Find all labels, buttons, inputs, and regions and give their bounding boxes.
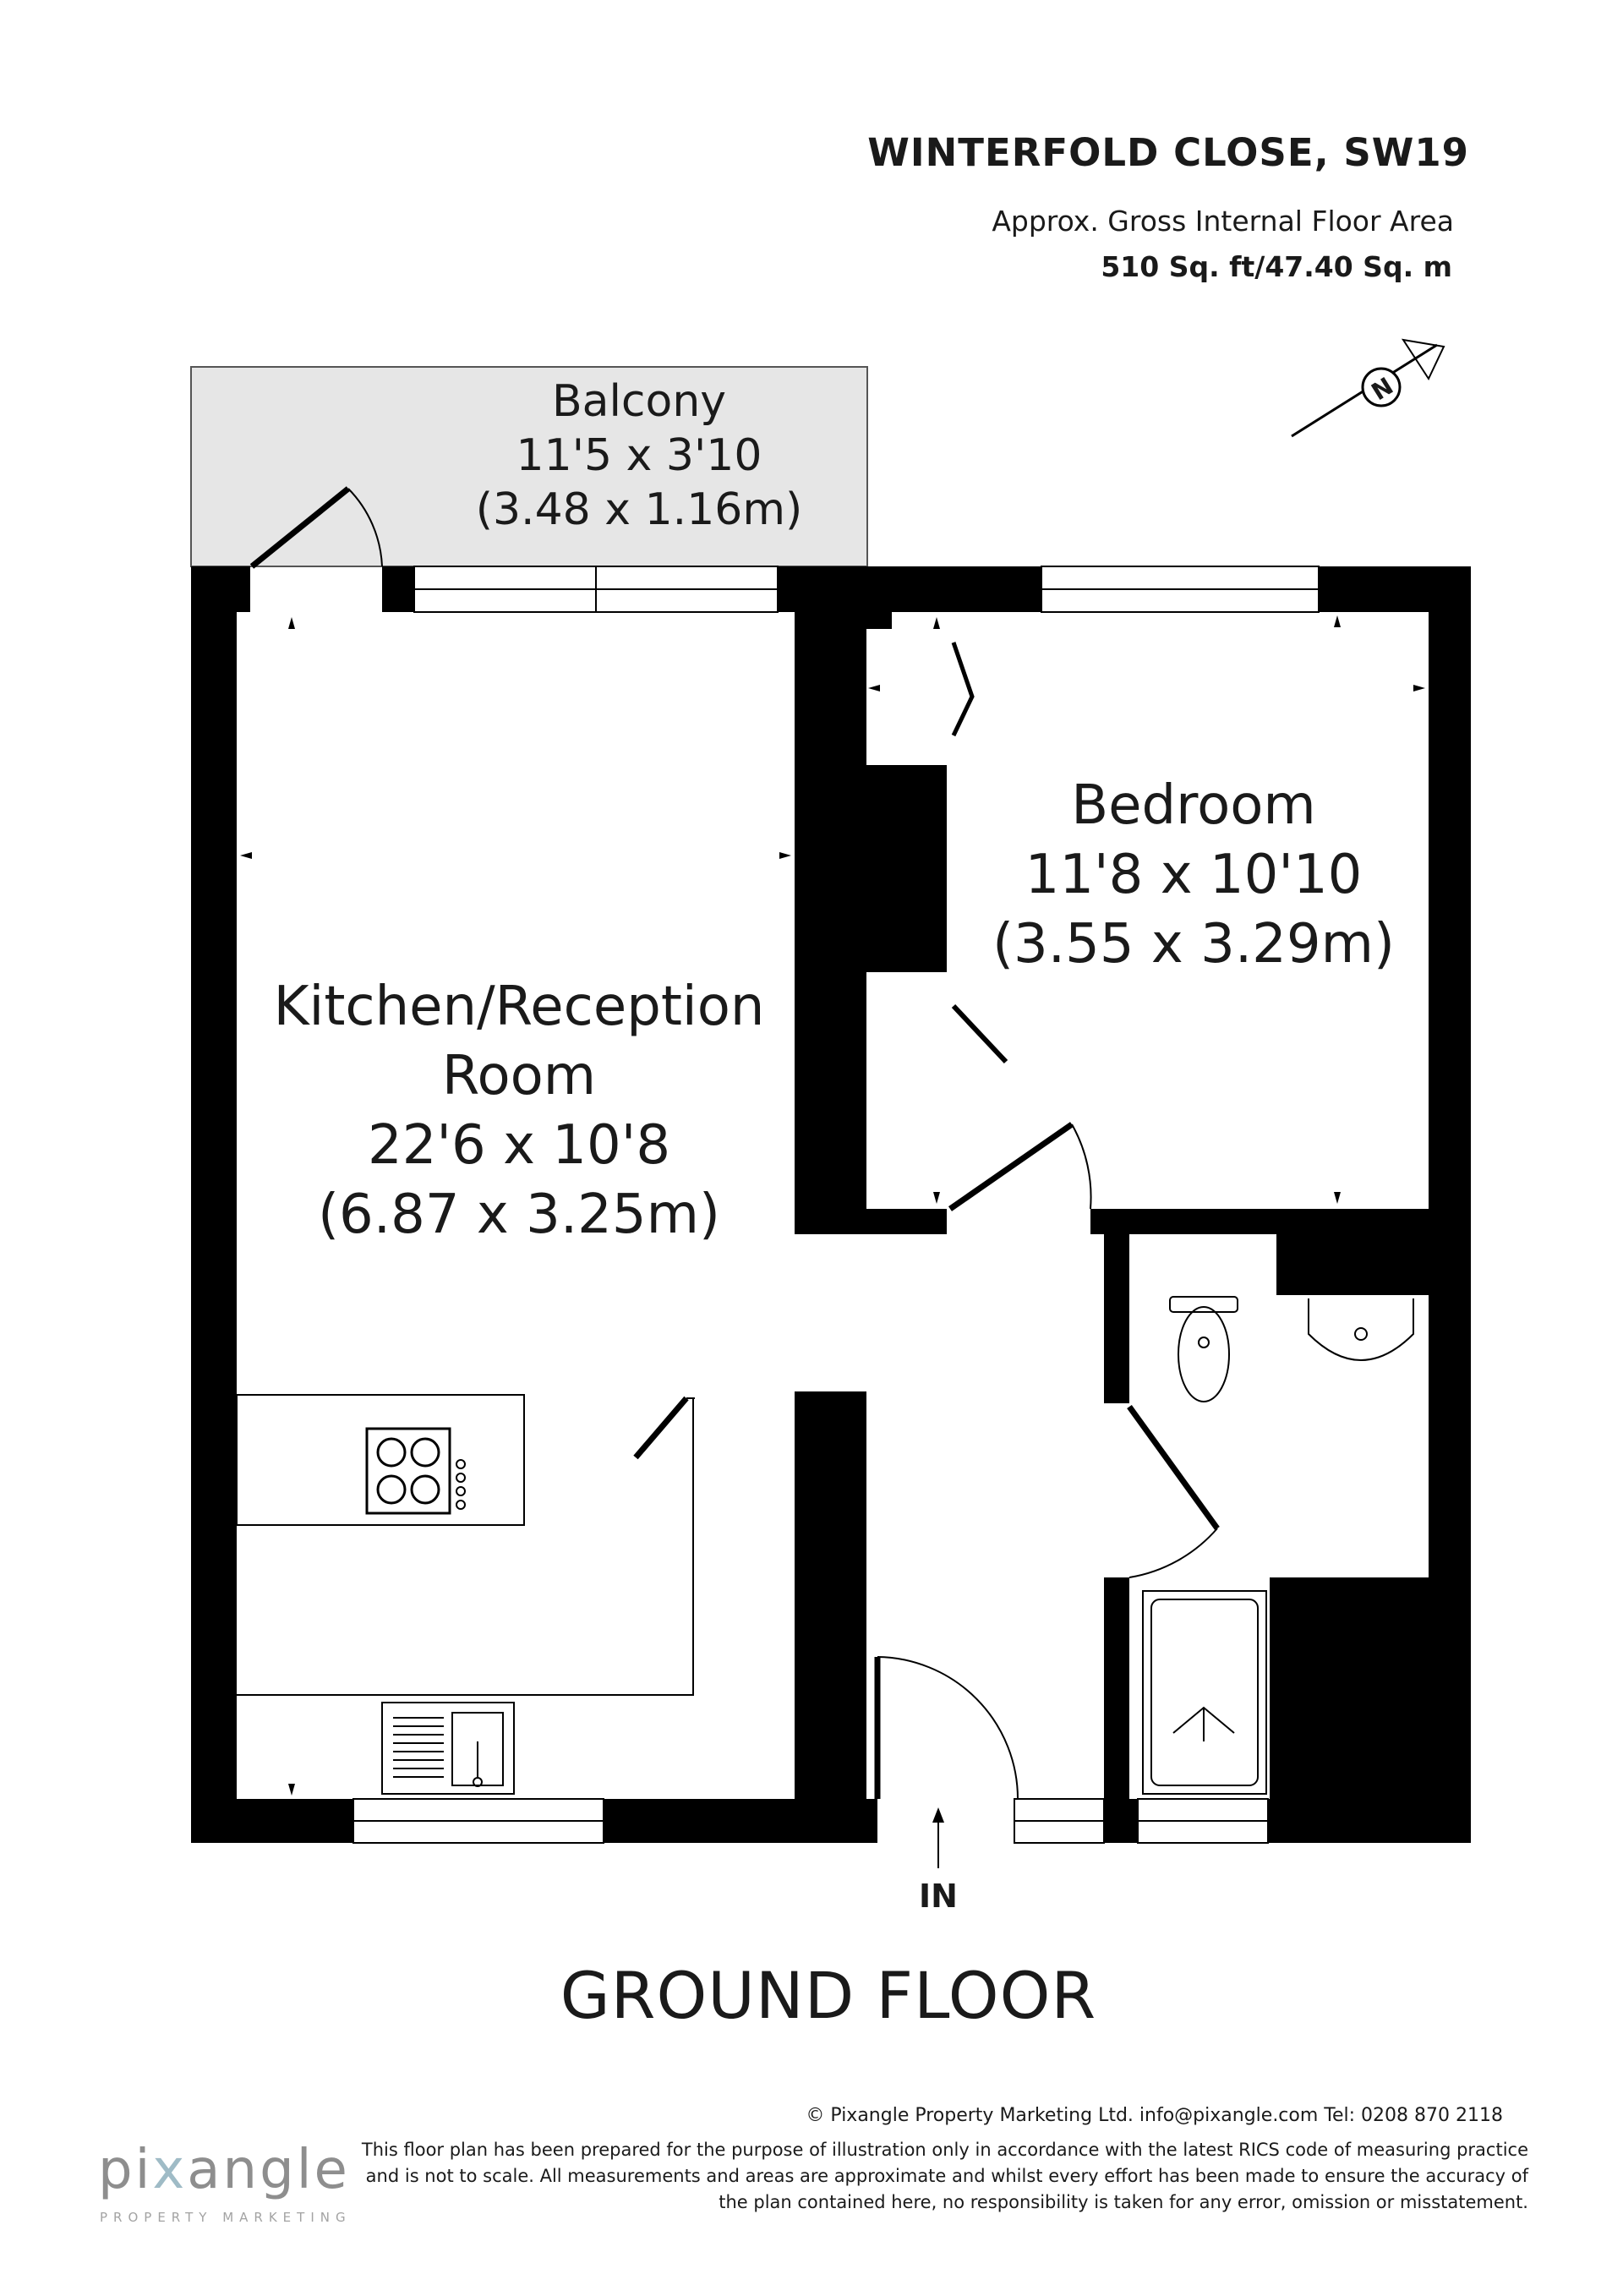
bathroom-fittings bbox=[1142, 1296, 1414, 1795]
bedroom-imperial: 11'8 x 10'10 bbox=[1025, 844, 1363, 906]
entrance-arrow bbox=[932, 1807, 944, 1868]
kitchen-metric: (6.87 x 3.25m) bbox=[318, 1184, 720, 1246]
bedroom-name: Bedroom bbox=[1071, 774, 1315, 837]
copyright-notice: © Pixangle Property Marketing Ltd. info@… bbox=[806, 2105, 1503, 2126]
kitchen-imperial: 22'6 x 10'8 bbox=[368, 1114, 670, 1177]
floor-label: GROUND FLOOR bbox=[560, 1958, 1097, 2033]
windows bbox=[352, 566, 1320, 1844]
balcony-area bbox=[190, 366, 868, 567]
floor-area-label: Approx. Gross Internal Floor Area bbox=[992, 205, 1454, 238]
logo-suffix: angle bbox=[187, 2139, 350, 2201]
dimension-markers bbox=[240, 615, 1425, 1796]
doors bbox=[249, 486, 1220, 1800]
entrance-label: IN bbox=[919, 1878, 958, 1915]
balcony-name: Balcony bbox=[552, 376, 726, 427]
bedroom-metric: (3.55 x 3.29m) bbox=[992, 913, 1395, 976]
pixangle-logo: pixangle bbox=[98, 2139, 350, 2201]
logo-accent-letter: x bbox=[152, 2139, 188, 2201]
disclaimer-text: This floor plan has been prepared for th… bbox=[361, 2140, 1528, 2212]
property-title: WINTERFOLD CLOSE, SW19 bbox=[867, 130, 1469, 175]
kitchen-fittings bbox=[236, 1394, 694, 1795]
balcony-imperial: 11'5 x 3'10 bbox=[516, 430, 762, 481]
kitchen-name-line2: Room bbox=[442, 1045, 596, 1107]
compass-icon: N bbox=[1291, 338, 1445, 438]
logo-prefix: pi bbox=[98, 2139, 153, 2201]
balcony-metric: (3.48 x 1.16m) bbox=[476, 484, 803, 535]
logo-tagline: PROPERTY MARKETING bbox=[100, 2210, 352, 2225]
walls bbox=[191, 566, 1471, 1843]
floor-area-value: 510 Sq. ft/47.40 Sq. m bbox=[1101, 250, 1452, 283]
kitchen-name-line1: Kitchen/Reception bbox=[274, 976, 765, 1038]
